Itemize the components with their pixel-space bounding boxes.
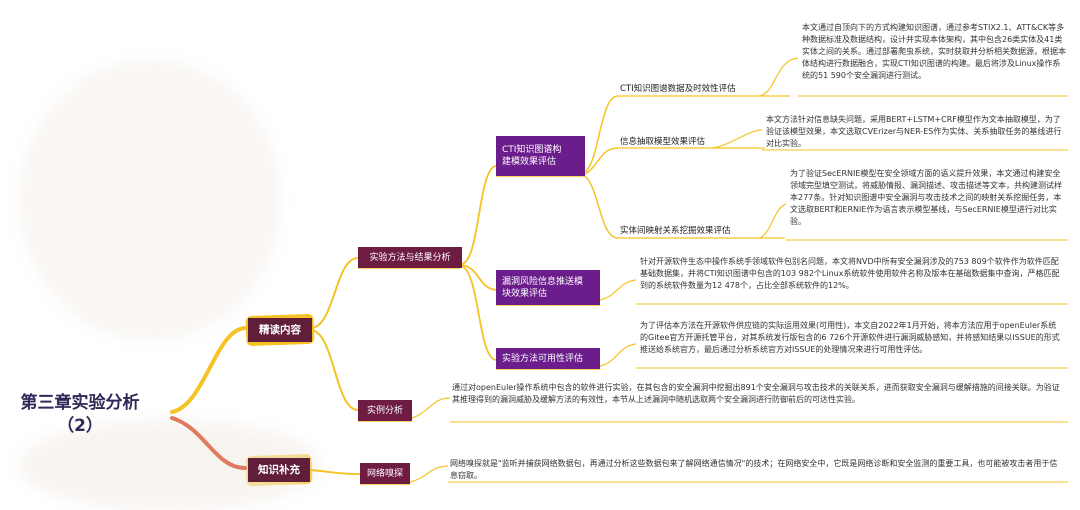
- branch-knowledge-label: 知识补充: [258, 464, 300, 476]
- link-cti-data: [584, 95, 619, 173]
- link-mapping-note: [759, 203, 787, 239]
- node-vuln-push-line1: 漏洞风险信息推送模: [502, 276, 584, 287]
- node-cti-eval[interactable]: CTI知识图谱构 建模效果评估: [496, 136, 585, 176]
- note-case: 通过对openEuler操作系统中包含的软件进行实验，在其包含的安全漏洞中挖掘出…: [452, 383, 1060, 404]
- node-methods[interactable]: 实验方法与结果分析: [358, 247, 462, 268]
- node-sniff[interactable]: 网络嗅探: [360, 463, 410, 484]
- note-extract: 本文方法针对信息缺失问题，采用BERT+LSTM+CRF模型作为文本抽取模型，为…: [766, 115, 1062, 148]
- label-mapping[interactable]: 实体间映射关系挖掘效果评估: [620, 226, 731, 236]
- node-cti-eval-line2: 建模效果评估: [502, 157, 557, 167]
- root-title-line1: 第三章实验分析: [20, 393, 140, 413]
- link-sniff-note: [409, 465, 449, 483]
- note-data: 本文通过自顶向下的方式构建知识图谱，通过参考STIX2.1、ATT&CK等多种数…: [802, 23, 1066, 80]
- root-title-line2: （2）: [57, 416, 103, 436]
- link-cti-mapping: [584, 175, 619, 239]
- node-usability[interactable]: 实验方法可用性评估: [496, 348, 600, 369]
- node-vuln-push[interactable]: 漏洞风险信息推送模 块效果评估: [496, 270, 600, 305]
- note-mapping: 为了验证SecERNIE模型在安全领域方面的语义提升效果，本文通过构建安全领域完…: [790, 169, 1062, 226]
- link-reading-methods: [311, 257, 359, 329]
- link-vuln-note: [599, 279, 637, 301]
- link-extract-note: [711, 129, 763, 149]
- link-knowledge-sniff: [309, 469, 361, 475]
- node-usability-label: 实验方法可用性评估: [502, 353, 584, 364]
- link-methods-usability: [461, 265, 497, 361]
- root-title[interactable]: 第三章实验分析 （2）: [4, 392, 156, 438]
- note-usability: 为了评估本方法在开源软件供应链的实际运用效果(可用性)，本文自2022年1月开始…: [640, 321, 1060, 354]
- link-methods-cti: [461, 165, 497, 265]
- branch-reading[interactable]: 精读内容: [245, 313, 315, 347]
- link-reading-case: [311, 329, 359, 411]
- node-cti-eval-line1: CTI知识图谱构: [502, 145, 562, 155]
- branch-knowledge[interactable]: 知识补充: [245, 453, 313, 487]
- label-cti-data[interactable]: CTI知识图谱数据及时效性评估: [620, 84, 736, 94]
- node-case[interactable]: 实例分析: [358, 400, 412, 421]
- node-sniff-label: 网络嗅探: [366, 468, 403, 479]
- link-cti-extract: [584, 147, 619, 175]
- note-vuln: 针对开源软件生态中操作系统手领域软件包别名问题，本文将NVD中所有安全漏洞涉及的…: [640, 257, 1060, 290]
- background-blob: [20, 60, 280, 340]
- link-data-note: [759, 57, 799, 97]
- link-usability-note: [599, 343, 637, 367]
- node-case-label: 实例分析: [366, 405, 403, 416]
- branch-reading-label: 精读内容: [259, 324, 301, 336]
- link-case-note: [411, 397, 451, 419]
- note-sniff: 网络嗅探就是"监听并捕获网络数据包，再通过分析这些数据包来了解网络通信情况"的技…: [450, 459, 1058, 480]
- link-methods-vuln: [461, 264, 497, 291]
- label-extract[interactable]: 信息抽取模型效果评估: [620, 137, 706, 147]
- link-root-knowledge: [170, 416, 247, 470]
- link-root-reading: [170, 326, 247, 414]
- node-vuln-push-line2: 块效果评估: [502, 288, 548, 299]
- node-methods-label: 实验方法与结果分析: [369, 252, 451, 263]
